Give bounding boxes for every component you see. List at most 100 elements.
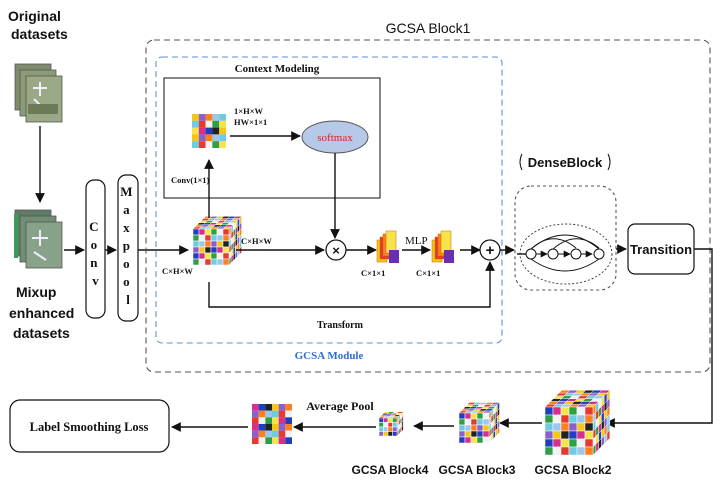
grid-cell bbox=[285, 424, 292, 431]
cube-cell bbox=[584, 414, 594, 424]
cube-cell bbox=[576, 438, 586, 448]
cube-cell bbox=[464, 418, 472, 426]
transition-label: Transition bbox=[630, 242, 692, 257]
vector-slice bbox=[385, 230, 397, 254]
cube-cell bbox=[387, 426, 393, 432]
grid-cell bbox=[192, 141, 199, 148]
cube-cell bbox=[210, 240, 218, 248]
grid-cell bbox=[272, 437, 279, 444]
gcsa-block1-frame bbox=[145, 39, 711, 373]
cube-cell bbox=[568, 422, 578, 432]
cube-cell bbox=[544, 446, 554, 456]
mlp-label: MLP bbox=[405, 235, 428, 247]
grid-cell bbox=[205, 114, 213, 121]
cube-cell bbox=[458, 436, 466, 444]
cube-cell bbox=[482, 436, 490, 444]
grid-cell bbox=[252, 424, 259, 431]
cube-cell bbox=[552, 446, 562, 456]
grid-cell bbox=[252, 410, 259, 418]
dims-c11-b-label: C×1×1 bbox=[416, 268, 440, 278]
label-smoothing-loss-box bbox=[9, 399, 170, 453]
cube-cell bbox=[568, 446, 578, 456]
cube-cell bbox=[222, 258, 230, 266]
cube-cell bbox=[458, 412, 466, 420]
grid-cell bbox=[212, 114, 220, 121]
grid-cell bbox=[265, 430, 272, 438]
cube-cell bbox=[576, 430, 586, 440]
input-feature-cube bbox=[192, 215, 243, 266]
cube-cell bbox=[458, 424, 466, 432]
cube-cell bbox=[216, 240, 224, 248]
cube-cell bbox=[222, 246, 230, 254]
cube-cell bbox=[192, 258, 200, 266]
cube-cell bbox=[568, 414, 578, 424]
transform-skip-connection bbox=[208, 261, 495, 308]
cube-cell bbox=[192, 240, 200, 248]
cube-cell bbox=[204, 228, 212, 236]
denseblock-frame bbox=[514, 185, 617, 291]
cube-cell bbox=[216, 258, 224, 266]
softmax-label: softmax bbox=[317, 132, 353, 144]
cube-cell bbox=[222, 240, 230, 248]
grid-cell bbox=[219, 134, 226, 142]
cube-cell bbox=[470, 418, 478, 426]
cube-cell bbox=[568, 430, 578, 440]
cube-cell bbox=[606, 429, 610, 442]
cube-cell bbox=[210, 252, 218, 260]
cube-cell bbox=[383, 431, 389, 437]
grid-cell bbox=[258, 417, 266, 424]
cube-cell bbox=[216, 246, 224, 254]
cube-cell bbox=[383, 422, 389, 428]
gcsa-block2-label: GCSA Block2 bbox=[535, 463, 612, 477]
cube-cell bbox=[383, 417, 389, 423]
cube-cell bbox=[476, 418, 484, 426]
grid-cell bbox=[272, 424, 279, 431]
grid-cell bbox=[272, 404, 279, 411]
cube-cell bbox=[198, 240, 206, 248]
cube-cell bbox=[392, 426, 398, 432]
vector-slice bbox=[389, 250, 399, 263]
grid-cell bbox=[278, 410, 286, 418]
mixup-datasets-label: Mixup enhanced datasets bbox=[9, 284, 78, 341]
grid-cell bbox=[219, 141, 226, 148]
grid-cell bbox=[192, 127, 199, 135]
grid-cell bbox=[272, 430, 279, 438]
arrow-transition-to-block2 bbox=[605, 248, 713, 428]
dims-chw-top-label: C×H×W bbox=[241, 236, 272, 246]
gcsa-block3-label: GCSA Block3 bbox=[439, 463, 516, 477]
cube-cell bbox=[584, 438, 594, 448]
gcsa-block1-title: GCSA Block1 bbox=[386, 20, 471, 36]
plus-symbol: + bbox=[486, 242, 495, 259]
grid-cell bbox=[278, 417, 286, 424]
denseblock-title-brackets bbox=[519, 153, 611, 171]
cube-cell bbox=[192, 252, 200, 260]
grid-cell bbox=[258, 437, 266, 444]
grid-cell bbox=[265, 424, 272, 431]
cube-cell bbox=[584, 422, 594, 432]
grid-cell bbox=[192, 114, 199, 121]
dims-hw11-label: HW×1×1 bbox=[234, 117, 267, 127]
cube-cell bbox=[584, 446, 594, 456]
cube-cell bbox=[222, 234, 230, 242]
grid-cell bbox=[252, 437, 259, 444]
cube-cell bbox=[378, 417, 384, 423]
cube-cell bbox=[470, 430, 478, 438]
maxpool-label: M a x p o o l bbox=[120, 184, 136, 307]
cube-cell bbox=[210, 234, 218, 242]
dims-chw-left-label: C×H×W bbox=[162, 266, 193, 276]
original-datasets-image bbox=[14, 63, 63, 123]
cube-cell bbox=[544, 430, 554, 440]
grid-cell bbox=[278, 437, 286, 444]
grid-cell bbox=[198, 127, 206, 135]
cube-cell bbox=[204, 246, 212, 254]
conv11-label: Conv(1×1) bbox=[171, 175, 210, 185]
grid-cell bbox=[252, 417, 259, 424]
cube-cell bbox=[216, 252, 224, 260]
cube-cell bbox=[458, 418, 466, 426]
gcsa-block4-cube bbox=[378, 411, 404, 437]
dims-c11-a-label: C×1×1 bbox=[361, 268, 385, 278]
cube-cell bbox=[576, 414, 586, 424]
cube-cell bbox=[464, 424, 472, 432]
cube-cell bbox=[383, 426, 389, 432]
grid-cell bbox=[219, 127, 226, 135]
